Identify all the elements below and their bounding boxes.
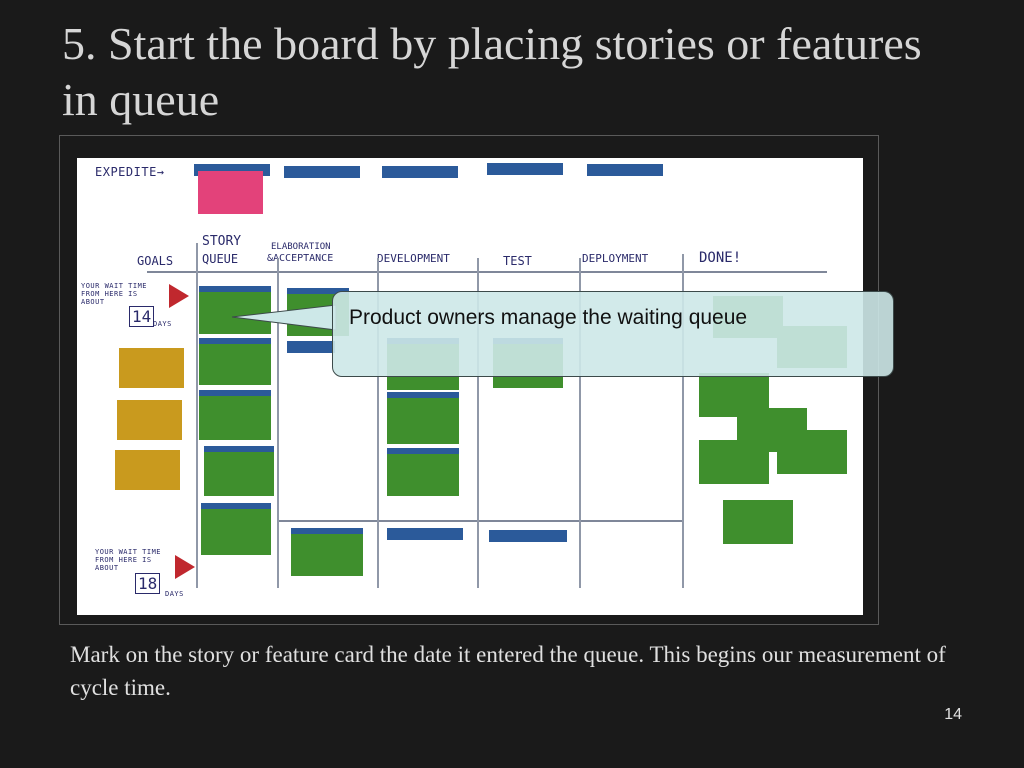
development-card [387,392,459,444]
goal-card [117,400,182,440]
column-acceptance-label: &ACCEPTANCE [267,253,334,264]
done-card [723,500,793,544]
story-queue-card [199,390,271,440]
column-divider [277,258,279,588]
goal-card [115,450,180,490]
column-divider [377,258,379,588]
column-done-label: DONE! [699,250,742,266]
column-deployment-label: DEPLOYMENT [582,252,649,265]
expedite-header-card [487,163,563,175]
column-divider [579,258,581,588]
slide-caption: Mark on the story or feature card the da… [70,642,946,700]
goal-card [119,348,184,388]
expedite-card [198,171,263,214]
red-arrow-icon [175,555,195,579]
kanban-board-image: EXPEDITE→ GOALS STORY QUEUE ELABORATION … [77,158,863,615]
development-card [387,448,459,496]
split-line [277,520,682,522]
expedite-header-card [587,164,663,176]
expedite-header-card [284,166,360,178]
column-development-label: DEVELOPMENT [377,252,450,265]
page-number: 14 [944,706,962,723]
story-queue-card [201,503,271,555]
column-queue-label: QUEUE [202,252,239,266]
column-divider [682,254,684,588]
wait-time-note-bottom: YOUR WAIT TIME FROM HERE IS ABOUT [95,548,162,572]
slide-title: 5. Start the board by placing stories or… [62,18,922,125]
story-queue-card [199,338,271,385]
board-image-frame [59,135,879,625]
elaboration-header-card [287,341,335,353]
column-elaboration-label: ELABORATION [271,242,331,252]
done-card [699,440,769,484]
expedite-header-card [382,166,458,178]
wait-days-top: 14 [129,306,155,327]
column-goals-label: GOALS [137,254,174,268]
story-queue-card [199,286,271,334]
wait-time-note-top: YOUR WAIT TIME FROM HERE IS ABOUT [81,282,148,306]
callout-text: Product owners manage the waiting queue [349,306,748,329]
development-header-card [387,528,463,540]
done-card [777,430,847,474]
wait-days-unit-bottom: DAYS [165,590,184,598]
expedite-label: EXPEDITE→ [95,165,165,179]
callout-bubble: Product owners manage the waiting queue [332,291,894,377]
wait-days-unit-top: DAYS [153,320,172,328]
red-arrow-icon [169,284,189,308]
test-header-card [489,530,567,542]
story-queue-card [204,446,274,496]
column-divider [477,258,479,588]
wait-days-bottom: 18 [135,573,161,594]
column-story-label: STORY [202,234,242,249]
column-test-label: TEST [503,254,532,268]
elaboration-card [291,528,363,576]
column-divider [196,243,198,588]
header-line [147,271,827,273]
